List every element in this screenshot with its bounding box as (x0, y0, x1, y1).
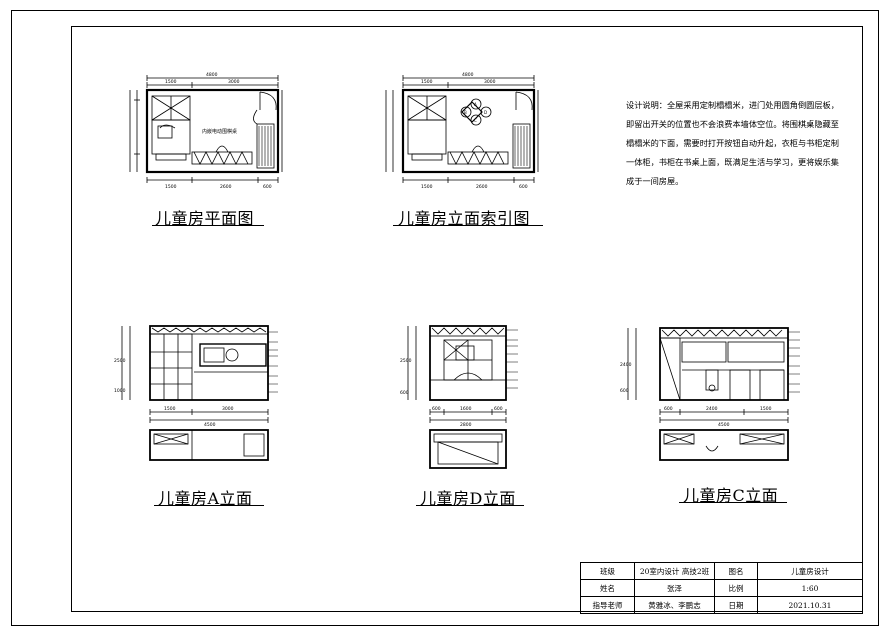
class-value: 20室内设计 高技2班 (634, 562, 715, 580)
elevation-a-drawing: 2500 1000 1500 3000 4500 (114, 325, 278, 461)
date-label: 日期 (714, 596, 758, 614)
dim-total: 4500 (204, 422, 216, 428)
elevation-c-drawing: 2400 600 600 2400 1500 4500 (620, 327, 800, 461)
dim-bottom-3: 600 (263, 184, 272, 190)
plan-label: 内嵌电动围棋桌 (202, 128, 237, 135)
instructor-value: 黄雅冰、李鹏志 (634, 596, 715, 614)
dim-bottom-2: 3000 (222, 406, 234, 412)
dim-left-1: 2500 (400, 358, 412, 364)
dim-top-2: 3000 (484, 79, 496, 85)
scale-value: 1:60 (757, 579, 863, 597)
drawing-name-value: 儿童房设计 (757, 562, 863, 580)
caption-underline (393, 225, 543, 226)
marker-d: D (484, 110, 487, 115)
dim-bottom-2: 2600 (220, 184, 232, 190)
dim-top-total: 4800 (206, 72, 218, 78)
marker-a: A (474, 102, 477, 107)
marker-b: B (464, 110, 467, 115)
dim-total: 4500 (718, 422, 730, 428)
scale-label: 比例 (714, 579, 758, 597)
dim-bottom-2: 2400 (706, 406, 718, 412)
dim-top-total: 4800 (462, 72, 474, 78)
elevation-index-drawing: 4800 1500 3000 1500 2600 600 A B C D (385, 72, 539, 190)
caption-underline (152, 225, 264, 226)
caption-underline (154, 505, 264, 506)
name-label: 姓名 (580, 579, 635, 597)
date-value: 2021.10.31 (757, 596, 863, 614)
dim-bottom-1: 1500 (421, 184, 433, 190)
title-block-row: 姓名 张泽 比例 1:60 (580, 579, 863, 597)
dim-total: 2800 (460, 422, 472, 428)
marker-c: C (474, 118, 477, 123)
dim-top-1: 1500 (421, 79, 433, 85)
design-notes: 设计说明：全屋采用定制榻榻米，进门处用圆角倒圆层板，即留出开关的位置也不会浪费本… (626, 96, 844, 191)
dim-bottom-1: 600 (664, 406, 673, 412)
elevation-d-drawing: 2500 600 600 1600 600 2800 (400, 325, 518, 469)
instructor-label: 指导老师 (580, 596, 635, 614)
dim-bottom-1: 1500 (165, 184, 177, 190)
notes-label: 设计说明： (626, 100, 667, 110)
dim-left-2: 1000 (114, 388, 126, 394)
dim-left-1: 2500 (114, 358, 126, 364)
title-block-row: 班级 20室内设计 高技2班 图名 儿童房设计 (580, 562, 863, 580)
dim-bottom-2: 1600 (460, 406, 472, 412)
inner-border (71, 26, 863, 612)
caption-elevation-a: 儿童房A立面 (158, 489, 253, 508)
dim-bottom-3: 600 (519, 184, 528, 190)
dim-bottom-3: 1500 (760, 406, 772, 412)
caption-elevation-c: 儿童房C立面 (683, 486, 779, 505)
caption-underline (679, 502, 787, 503)
dim-top-2: 3000 (228, 79, 240, 85)
dim-left-1: 2400 (620, 362, 632, 368)
name-value: 张泽 (634, 579, 715, 597)
outer-border (11, 10, 879, 626)
drawing-name-label: 图名 (714, 562, 758, 580)
caption-plan: 儿童房平面图 (155, 209, 255, 228)
dim-bottom-3: 600 (494, 406, 503, 412)
caption-index: 儿童房立面索引图 (398, 209, 531, 228)
dim-bottom-1: 1500 (164, 406, 176, 412)
notes-text: 全屋采用定制榻榻米，进门处用圆角倒圆层板，即留出开关的位置也不会浪费本墙体空位。… (626, 100, 839, 186)
dim-bottom-2: 2600 (476, 184, 488, 190)
title-block: 班级 20室内设计 高技2班 图名 儿童房设计 姓名 张泽 比例 1:60 指导… (580, 562, 863, 614)
floor-plan-drawing: 4800 1500 3000 1500 2600 600 内嵌电动围棋桌 (129, 72, 283, 190)
dim-left-2: 600 (400, 390, 409, 396)
class-label: 班级 (580, 562, 635, 580)
dim-bottom-1: 600 (432, 406, 441, 412)
caption-underline (416, 505, 524, 506)
dim-top-1: 1500 (165, 79, 177, 85)
title-block-row: 指导老师 黄雅冰、李鹏志 日期 2021.10.31 (580, 596, 863, 614)
dim-left-2: 600 (620, 388, 629, 394)
caption-elevation-d: 儿童房D立面 (420, 489, 516, 508)
